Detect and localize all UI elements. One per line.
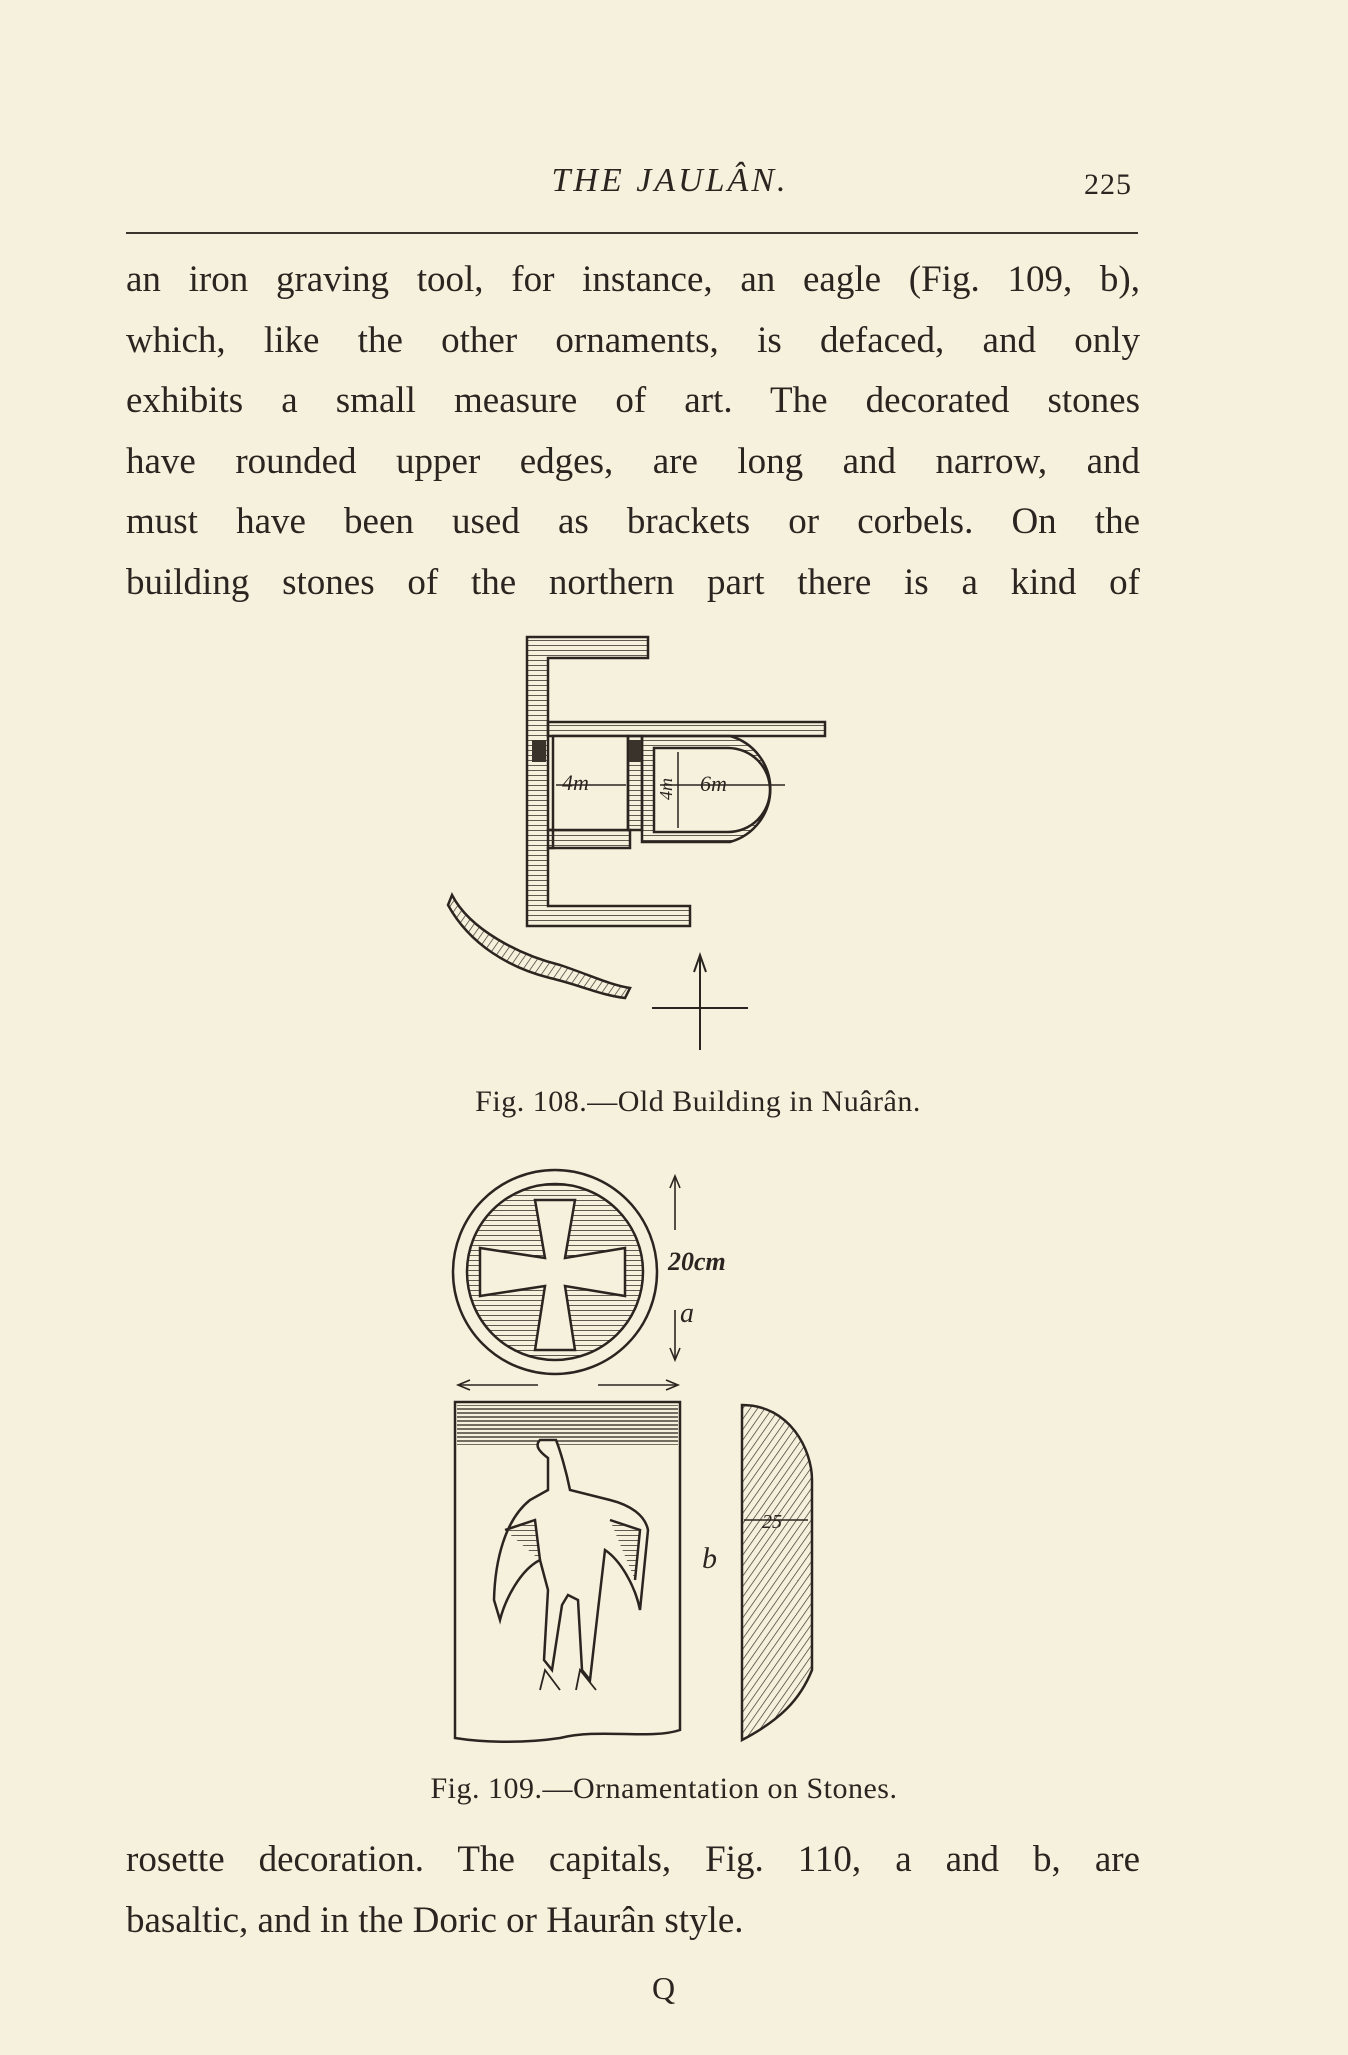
header-rule (126, 232, 1138, 234)
figure-108-plan (446, 635, 827, 1050)
page-number: 225 (1084, 168, 1132, 201)
fig109-label-20cm: 20cm (667, 1247, 726, 1276)
text-line: must have been used as brackets or corbe… (126, 501, 1140, 542)
figure-109-stones (451, 1168, 814, 1744)
fig108-label-4m-depth: 4m (656, 778, 676, 800)
text-line: building stones of the northern part the… (126, 561, 1140, 603)
figure-109-caption: Fig. 109.—Ornamentation on Stones. (430, 1772, 898, 1805)
signature-mark: Q (652, 1970, 676, 2006)
svg-text:6m: 6m (700, 771, 727, 796)
text-line: rosette decoration. The capitals, Fig. 1… (126, 1839, 1140, 1880)
fig108-label-4m-width: 4m (562, 770, 589, 795)
text-line: basaltic, and in the Doric or Haurân sty… (126, 1899, 744, 1941)
text-line: have rounded upper edges, are long and n… (126, 440, 1140, 482)
fig109-label-25: 25 (762, 1511, 782, 1533)
body-paragraph-top: an iron graving tool, for instance, an e… (126, 250, 1140, 613)
fig109-label-b: b (702, 1542, 717, 1575)
text-line: an iron graving tool, for instance, an e… (126, 259, 1140, 300)
body-paragraph-bottom: rosette decoration. The capitals, Fig. 1… (126, 1830, 1140, 1951)
text-line: which, like the other ornaments, is defa… (126, 319, 1140, 361)
fig109-label-a: a (680, 1298, 694, 1329)
running-header-title: THE JAULÂN. (551, 162, 789, 199)
figure-108-caption: Fig. 108.—Old Building in Nuârân. (475, 1085, 921, 1118)
text-line: exhibits a small measure of art. The dec… (126, 380, 1140, 421)
